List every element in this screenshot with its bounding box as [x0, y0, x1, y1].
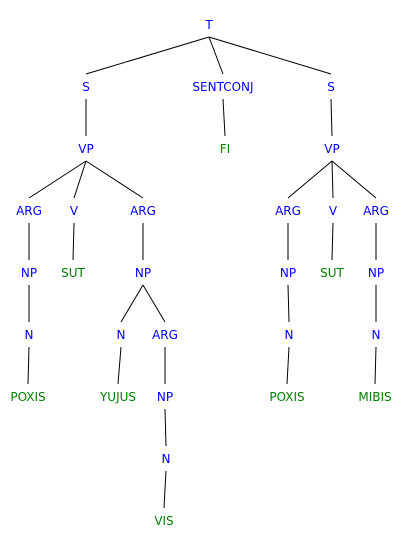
- edge-sentconj-fi: [222, 98, 226, 137]
- node-arg5: ARG: [152, 328, 178, 342]
- edge-np2-n2: [120, 284, 144, 323]
- edge-np5-n5: [164, 408, 167, 447]
- node-n1: N: [25, 328, 34, 342]
- node-arg4: ARG: [363, 204, 389, 218]
- edge-vp1-v1: [73, 160, 87, 199]
- node-arg3: ARG: [275, 204, 301, 218]
- edge-vp2-arg4: [331, 160, 377, 199]
- edge-s2-vp2: [330, 98, 333, 137]
- edge-t-s1: [85, 36, 210, 75]
- node-n4: N: [372, 328, 381, 342]
- node-n2: N: [117, 328, 126, 342]
- node-poxis2: POXIS: [269, 390, 304, 404]
- node-poxis1: POXIS: [10, 390, 45, 404]
- edge-v2-sut2: [331, 222, 334, 261]
- node-vis: VIS: [154, 514, 173, 528]
- edge-n2-yujus: [117, 346, 122, 385]
- edge-np3-n3: [287, 284, 290, 323]
- node-t: T: [204, 18, 213, 32]
- node-sentconj: SENTCONJ: [192, 80, 253, 94]
- node-vp1: VP: [78, 142, 93, 156]
- edge-vp1-arg1: [28, 160, 87, 199]
- node-n3: N: [285, 328, 294, 342]
- node-mibis: MIBIS: [358, 390, 391, 404]
- node-np5: NP: [157, 390, 173, 404]
- node-vp2: VP: [324, 142, 339, 156]
- tree-edges: [27, 36, 377, 509]
- node-fi: FI: [220, 142, 230, 156]
- node-arg1: ARG: [16, 204, 42, 218]
- edge-n4-mibis: [374, 346, 377, 385]
- node-v2: V: [329, 204, 338, 218]
- node-yujus: YUJUS: [99, 390, 136, 404]
- edge-vp1-arg2: [85, 160, 144, 199]
- node-np1: NP: [21, 266, 37, 280]
- edge-v1-sut1: [72, 222, 75, 261]
- edge-vp2-v2: [331, 160, 334, 199]
- node-arg2: ARG: [130, 204, 156, 218]
- edge-n3-poxis2: [286, 346, 290, 385]
- edge-t-sentconj: [208, 36, 224, 75]
- edge-t-s2: [208, 36, 332, 75]
- node-sut2: SUT: [320, 266, 344, 280]
- node-s2: S: [327, 80, 335, 94]
- edge-n1-poxis1: [27, 346, 30, 385]
- edge-vp2-arg3: [287, 160, 333, 199]
- node-sut1: SUT: [61, 266, 85, 280]
- node-v1: V: [70, 204, 79, 218]
- node-s1: S: [82, 80, 90, 94]
- edge-n5-vis: [163, 470, 167, 509]
- edge-np2-arg5: [142, 284, 166, 323]
- node-np4: NP: [368, 266, 384, 280]
- node-np3: NP: [280, 266, 296, 280]
- node-n5: N: [162, 452, 171, 466]
- node-np2: NP: [135, 266, 151, 280]
